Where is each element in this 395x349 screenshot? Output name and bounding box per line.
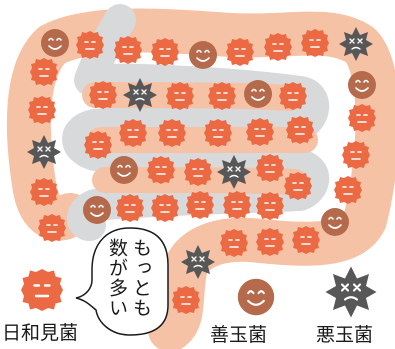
bad-bacteria-icon: [26, 134, 62, 170]
good-bacteria-icon: [236, 277, 276, 317]
legend-label-good: 善玉菌: [210, 324, 268, 346]
good-bacteria-icon: [109, 155, 139, 185]
good-bacteria-icon: [188, 40, 218, 70]
legend-label-neutral: 日和見菌: [2, 322, 79, 344]
speech-bubble: [75, 227, 169, 336]
bad-bacteria-icon: [338, 26, 374, 62]
bubble-line-2: 数が多い: [106, 238, 128, 318]
legend-label-bad: 悪玉菌: [316, 324, 374, 346]
bad-bacteria-icon: [122, 77, 158, 113]
neutral-bacteria-icon: [19, 267, 65, 313]
good-bacteria-icon: [40, 28, 70, 58]
bubble-line-1: もっとも: [130, 238, 152, 318]
good-bacteria-icon: [347, 70, 377, 100]
bad-bacteria-icon: [180, 244, 216, 280]
bad-bacteria-icon: [216, 154, 252, 190]
good-bacteria-icon: [320, 207, 350, 237]
good-bacteria-icon: [82, 195, 112, 225]
bad-bacteria-icon: [324, 265, 378, 319]
good-bacteria-icon: [243, 79, 273, 109]
